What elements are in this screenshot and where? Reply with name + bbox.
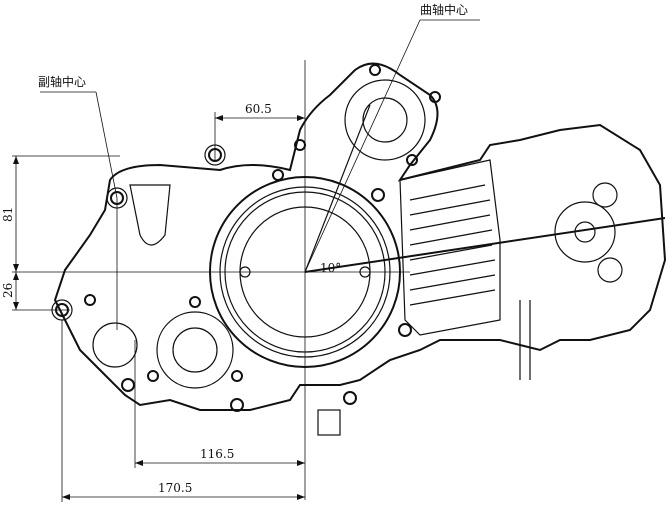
dimension-81: 81 <box>1 207 15 222</box>
engine-outline <box>53 62 667 436</box>
arrowheads <box>13 115 305 500</box>
bolt-holes <box>51 64 441 412</box>
dimension-26: 26 <box>1 283 15 298</box>
dimension-116-5: 116.5 <box>200 447 234 461</box>
crankshaft-center-label: 曲轴中心 <box>420 2 468 17</box>
angle-label: 10° <box>320 261 341 275</box>
dimension-170-5: 170.5 <box>158 481 192 495</box>
dimension-lines <box>12 19 480 502</box>
countershaft-center-label: 副轴中心 <box>38 74 86 89</box>
cylinder-fins <box>409 184 496 306</box>
dimension-60-5: 60.5 <box>245 102 272 116</box>
